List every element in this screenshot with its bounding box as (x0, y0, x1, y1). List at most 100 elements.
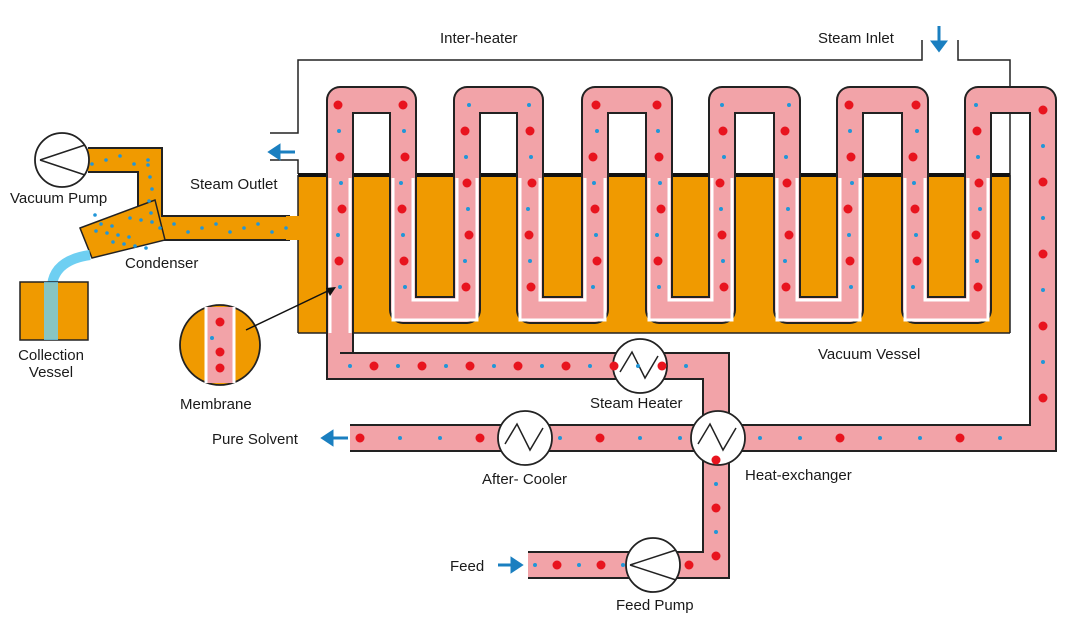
solvent-particle (657, 285, 661, 289)
label-condenser: Condenser (125, 255, 199, 272)
vapor-particle (132, 162, 136, 166)
solute-particle (912, 256, 922, 266)
solvent-particle (1041, 216, 1045, 220)
vapor-particle (172, 222, 176, 226)
solute-particle (718, 126, 728, 136)
flow-arrow-icon (267, 26, 948, 574)
particles (90, 100, 1048, 570)
vapor-particle (116, 233, 120, 237)
solute-particle (552, 560, 562, 570)
solvent-particle (912, 181, 916, 185)
solute-particle (844, 100, 854, 110)
vapor-particle (111, 240, 115, 244)
solute-particle (592, 256, 602, 266)
solvent-particle (722, 155, 726, 159)
heat-exchanger (690, 410, 746, 466)
solute-particle (462, 178, 472, 188)
solvent-particle (592, 181, 596, 185)
solute-particle (561, 361, 571, 371)
vapor-particle (94, 229, 98, 233)
solvent-particle (338, 285, 342, 289)
solvent-particle (401, 233, 405, 237)
vapor-particle (150, 187, 154, 191)
vapor-particle (105, 231, 109, 235)
vapor-particle (104, 158, 108, 162)
solute-particle (400, 152, 410, 162)
solute-particle (846, 152, 856, 162)
label-after-cooler: After- Cooler (482, 471, 568, 488)
solute-particle (717, 230, 727, 240)
solute-particle (527, 178, 537, 188)
solvent-particle (974, 103, 978, 107)
solvent-particle (558, 436, 562, 440)
solute-particle (843, 204, 853, 214)
solute-particle (399, 256, 409, 266)
membrane-walls (328, 178, 990, 333)
solute-particle (971, 230, 981, 240)
solvent-particle (1041, 360, 1045, 364)
solvent-particle (714, 530, 718, 534)
solute-particle (711, 455, 721, 465)
solute-particle (1038, 105, 1048, 115)
solvent-particle (998, 436, 1002, 440)
solvent-particle (848, 129, 852, 133)
solvent-particle (594, 233, 598, 237)
label-steam-heater: Steam Heater (590, 395, 683, 412)
solvent-particle (466, 207, 470, 211)
vapor-particle (147, 199, 151, 203)
vapor-particle (146, 163, 150, 167)
vapor-particle (133, 244, 137, 248)
solvent-particle (975, 259, 979, 263)
solute-particle (355, 433, 365, 443)
solvent-particle (784, 155, 788, 159)
vapor-particle (256, 222, 260, 226)
solvent-particle (396, 364, 400, 368)
solvent-particle (849, 285, 853, 289)
solute-particle (684, 560, 694, 570)
solvent-particle (978, 207, 982, 211)
solvent-particle (786, 207, 790, 211)
solvent-particle (444, 364, 448, 368)
label-membrane: Membrane (180, 396, 252, 413)
solute-particle (974, 178, 984, 188)
solvent-particle (918, 436, 922, 440)
label-collection: Collection (18, 347, 84, 364)
solvent-particle (714, 482, 718, 486)
solvent-particle (527, 103, 531, 107)
solute-particle (715, 178, 725, 188)
solvent-particle (533, 563, 537, 567)
solvent-particle (529, 155, 533, 159)
vapor-particle (200, 226, 204, 230)
solute-particle (657, 361, 667, 371)
solvent-particle (655, 233, 659, 237)
solvent-particle (847, 233, 851, 237)
solute-particle (908, 152, 918, 162)
solute-particle (591, 100, 601, 110)
solvent-particle (577, 563, 581, 567)
solute-particle (955, 433, 965, 443)
solute-particle (719, 282, 729, 292)
solvent-particle (914, 233, 918, 237)
solute-particle (654, 152, 664, 162)
solute-particle (973, 282, 983, 292)
solvent-particle (758, 436, 762, 440)
solvent-particle (467, 103, 471, 107)
solute-particle (972, 126, 982, 136)
label-inter-heater: Inter-heater (440, 30, 518, 47)
solvent-particle (783, 259, 787, 263)
solute-particle (595, 433, 605, 443)
solute-particle (465, 361, 475, 371)
solute-particle (588, 152, 598, 162)
label-feed: Feed (450, 558, 485, 575)
solute-particle (526, 282, 536, 292)
solute-particle (337, 204, 347, 214)
solvent-particle (348, 364, 352, 368)
solvent-particle (464, 155, 468, 159)
solvent-particle (403, 285, 407, 289)
solute-particle (845, 256, 855, 266)
vapor-particle (110, 224, 114, 228)
solute-particle (1038, 177, 1048, 187)
solvent-particle (636, 364, 640, 368)
solvent-particle (339, 181, 343, 185)
solute-particle (596, 560, 606, 570)
